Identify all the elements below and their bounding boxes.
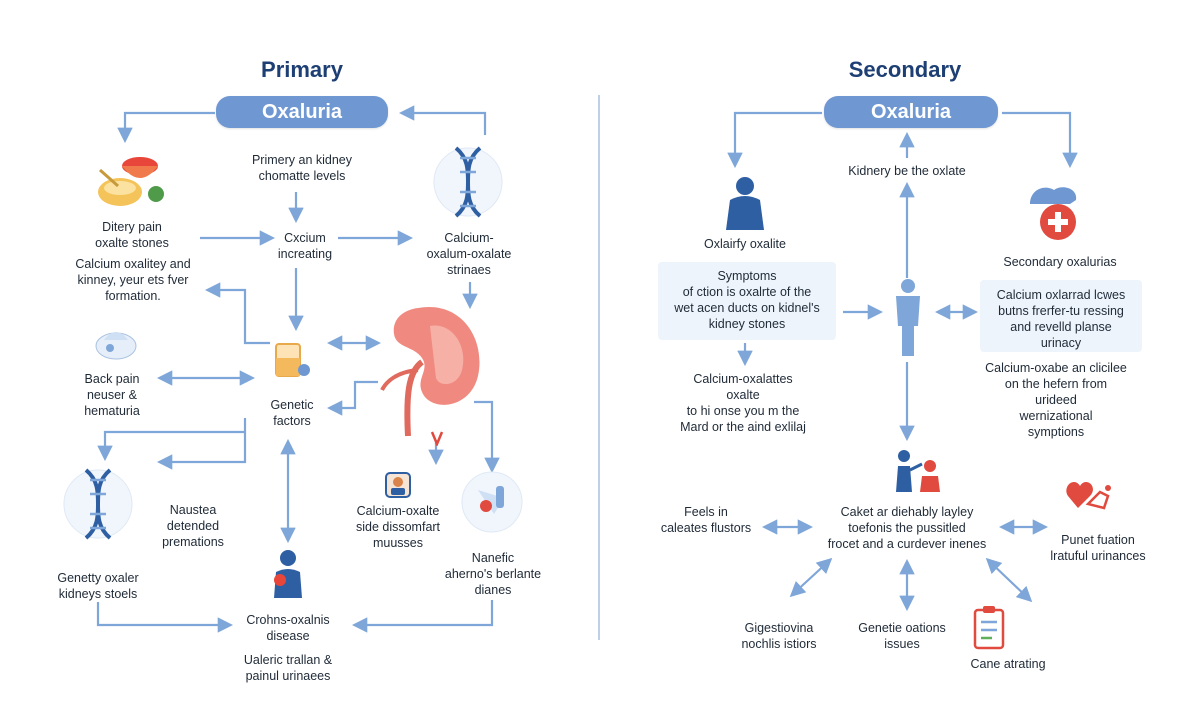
label-symptoms: Symptoms of ction is oxalrte of the wet … (674, 269, 820, 331)
label-secondary-oxalurias: Secondary oxalurias (1003, 255, 1117, 269)
arrow-kidney-to-genetic (326, 380, 378, 416)
arrow-pill2-to-person (727, 111, 822, 169)
arrow-tube-to-formation (204, 282, 270, 345)
label-calcium-oxalate-strings: Calcium- oxalum-oxalate strinaes (426, 231, 512, 277)
clipboard-icon (972, 604, 1006, 650)
marker-icon (430, 430, 444, 448)
label-calcium-side: Calcium-oxalte side dissomfart muusses (355, 504, 441, 550)
arrow-dna-to-pill (398, 105, 487, 135)
arrow-genetic-to-nausea (156, 418, 247, 470)
label-gigestiovina: Gigestiovina nochlis istiors (741, 621, 817, 651)
center-divider (598, 95, 600, 640)
label-oxlairfy: Oxlairfy oxalite (704, 237, 786, 251)
secondary-heading: Secondary (848, 57, 962, 82)
label-uleric: Ualeric trallan & painul urinaees (243, 653, 333, 683)
arrow-genetic-to-dna (97, 430, 245, 462)
label-feels: Feels in caleates flustors (660, 505, 752, 535)
consult-icon (892, 448, 944, 494)
medical-cross-icon (1026, 180, 1086, 246)
secondary-oxaluria-pill: Oxaluria (824, 96, 998, 128)
heart-icon (1064, 478, 1114, 518)
arrow-nanefic-to-crohns (351, 600, 494, 633)
patient-icon (268, 548, 308, 600)
label-cane: Cane atrating (970, 657, 1046, 671)
label-back-pain: Back pain neuser & hematuria (84, 372, 140, 418)
arrow-bottom-left (96, 602, 234, 633)
label-genetie: Genetie oations issues (858, 621, 946, 651)
arrow-right-loop (474, 400, 500, 474)
label-dietary: Ditery pain oxalte stones (95, 220, 169, 250)
label-calcium-increasing: Cxcium increating (277, 231, 333, 261)
kidney-icon (378, 300, 488, 440)
label-punet: Punet fuation lratuful urinances (1050, 533, 1146, 563)
primary-oxaluria-pill: Oxaluria (216, 96, 388, 128)
label-nanefic: Nanefic aherno's berlante dianes (444, 551, 542, 597)
label-calcium-kidney: Calcium oxalitey and kinney, yeur ets fv… (75, 257, 191, 303)
label-kidney-levels: Primery an kidney chomatte levels (251, 153, 353, 183)
doctor-icon (383, 470, 413, 500)
label-calcium-oxabe: Calcium-oxabe an clicilee on the hefern … (985, 361, 1127, 439)
label-calcium-oxlarrad: Calcium oxlarrad lcwes butns frerfer-tu … (996, 288, 1126, 350)
dna-icon-bottom (62, 462, 134, 546)
label-nausea: Naustea detended premations (162, 503, 224, 549)
pill-bag-icon (92, 322, 140, 362)
food-bowl-icon (92, 150, 172, 214)
scan-icon (460, 470, 524, 534)
arrow-pill-to-food (117, 111, 215, 144)
primary-heading: Primary (261, 57, 343, 82)
person-icon (720, 176, 770, 232)
symptoms-box (658, 262, 836, 340)
test-tube-icon (272, 340, 320, 380)
arrow-pill2-to-cross (1002, 111, 1078, 169)
label-genetic-factors: Genetic factors (270, 398, 314, 428)
label-crohns: Crohns-oxalnis disease (246, 613, 330, 643)
arrow-diag-left (789, 557, 833, 598)
dna-icon (432, 140, 504, 224)
label-caket: Caket ar diehably layley toefonis the pu… (827, 505, 987, 551)
right-info-box (980, 280, 1142, 352)
label-genetic-oxaler: Genetty oxaler kidneys stoels (57, 571, 139, 601)
center-person-icon (892, 278, 924, 358)
label-calcium-oxalattes: Calcium-oxalattes oxalte to hi onse you … (680, 372, 806, 434)
label-kidney-oxlate: Kidnery be the oxlate (848, 164, 966, 178)
arrow-diag-right (985, 557, 1033, 603)
